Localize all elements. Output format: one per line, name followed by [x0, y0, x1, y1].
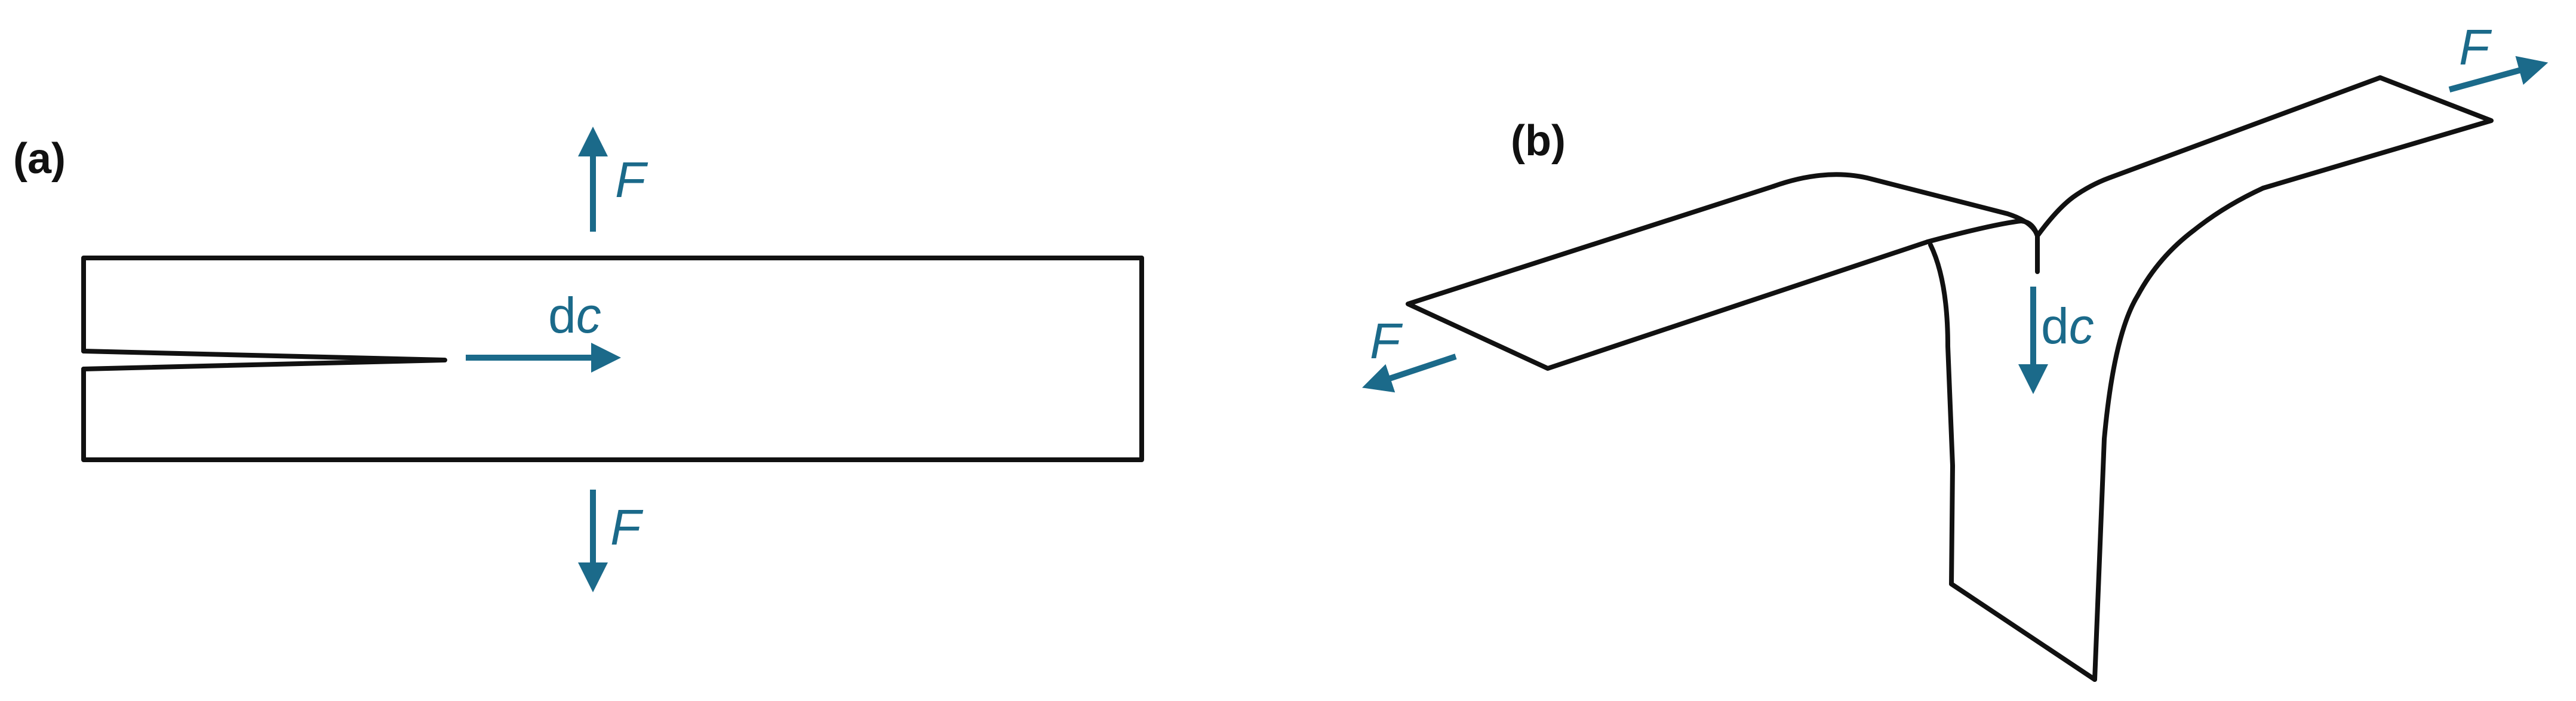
- hanging-front-edge: [1928, 242, 1955, 586]
- front-fold: [1925, 219, 2040, 244]
- crack-extension-label-a: dc: [548, 287, 601, 343]
- crack-extension-b: dc: [2018, 287, 2094, 394]
- crack-extension-a: dc: [466, 287, 621, 373]
- left-force-label: F: [1370, 313, 1403, 369]
- top-force-label: F: [615, 152, 648, 208]
- hanging-back-edge: [2092, 186, 2265, 682]
- hanging-bottom-edge: [1949, 582, 2097, 682]
- panel-a-label: (a): [13, 135, 66, 183]
- left-force: F: [1362, 313, 1457, 393]
- crack-extension-label-b: dc: [2041, 298, 2094, 354]
- right-arm-outline: [2035, 75, 2494, 238]
- right-force-label: F: [2459, 19, 2492, 75]
- right-force-arrow: [2448, 56, 2549, 93]
- left-force-arrow: [1362, 353, 1457, 393]
- bottom-force-label: F: [610, 499, 644, 555]
- top-force: F: [578, 127, 648, 232]
- bottom-force: F: [578, 490, 644, 592]
- panel-b-label: (b): [1511, 117, 1566, 165]
- crack-edge: [81, 349, 447, 371]
- panel-b: (b) F F dc: [1362, 19, 2549, 682]
- specimen-outline: [81, 256, 1144, 462]
- right-force: F: [2448, 19, 2549, 93]
- panel-a: (a) F dc F: [13, 127, 1144, 592]
- left-arm-outline: [1406, 184, 1930, 371]
